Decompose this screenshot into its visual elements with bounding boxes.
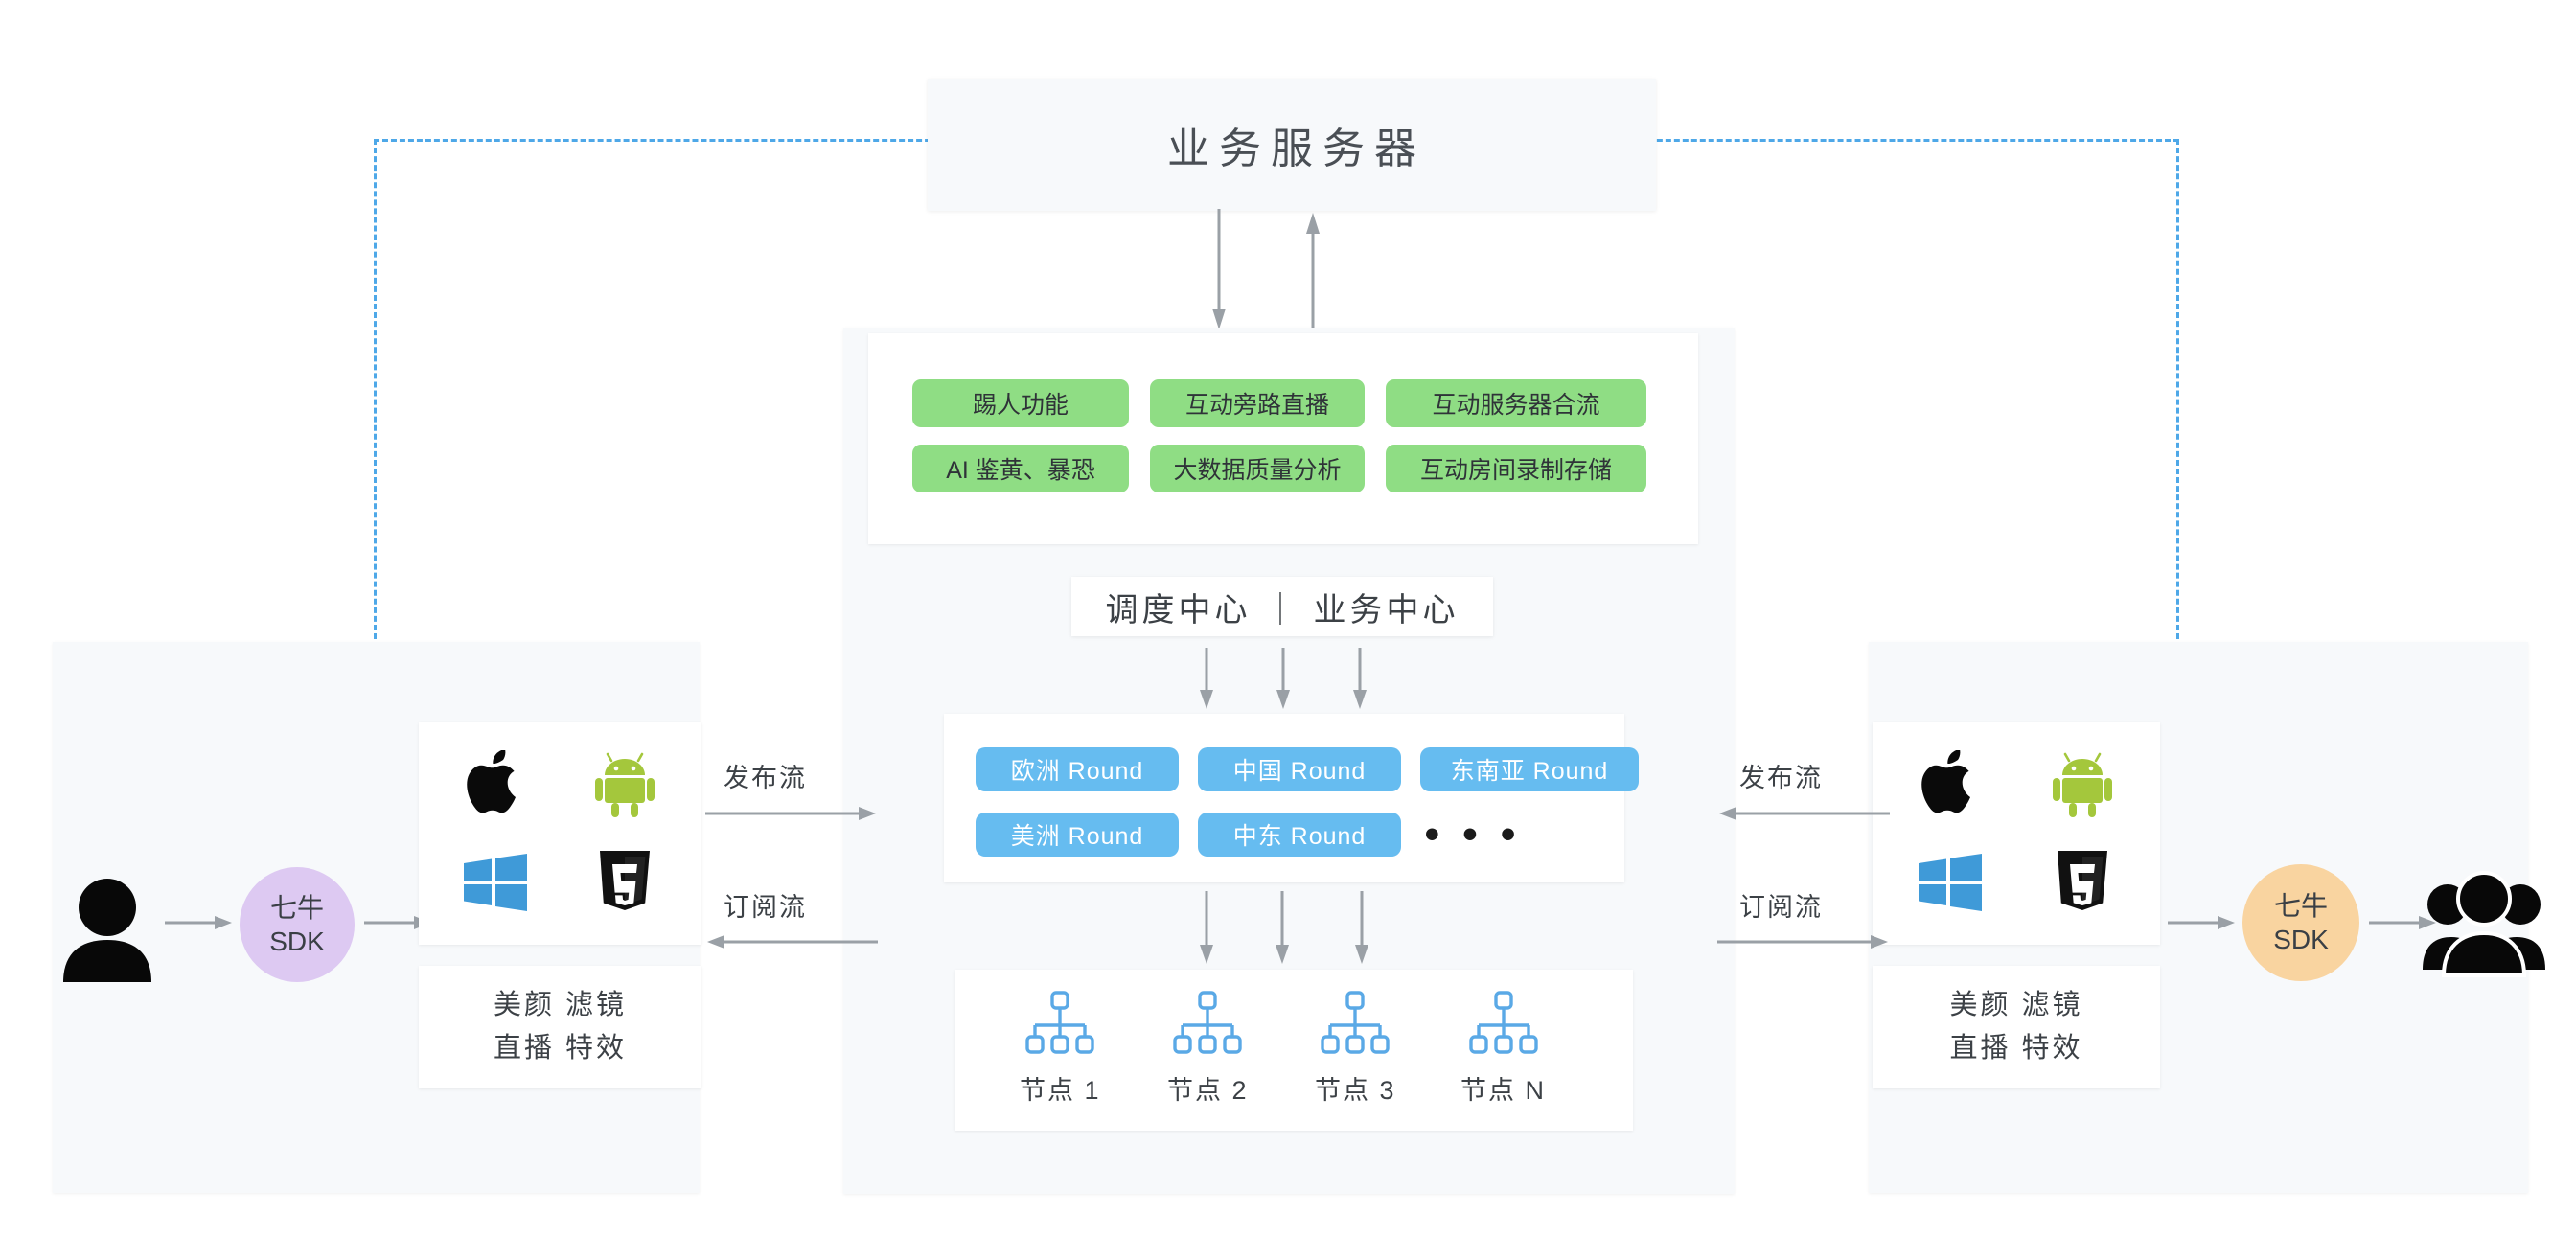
round-tag-row-2: 美洲 Round 中东 Round • • • bbox=[976, 813, 1526, 857]
html5-icon bbox=[2058, 851, 2107, 910]
feature-tags-card bbox=[868, 333, 1698, 544]
node-label: 节点 N bbox=[1460, 1076, 1546, 1105]
round-tag[interactable]: 中国 Round bbox=[1198, 747, 1401, 791]
network-node-icon bbox=[1468, 991, 1538, 1054]
feature-tag-row-2: AI 鉴黄、暴恐 大数据质量分析 互动房间录制存储 bbox=[912, 445, 1646, 492]
windows-icon bbox=[1919, 854, 1982, 911]
left-platform-icons-card bbox=[419, 722, 702, 945]
right-features-line1: 美颜 滤镜 bbox=[1949, 990, 2083, 1021]
sdk-label-line2: SDK bbox=[2273, 925, 2329, 954]
round-tag-row-1: 欧洲 Round 中国 Round 东南亚 Round bbox=[976, 747, 1639, 791]
left-qiniu-sdk-node[interactable]: 七牛 SDK bbox=[240, 867, 355, 982]
right-publish-flow-label: 发布流 bbox=[1739, 764, 1823, 792]
round-tag[interactable]: 美洲 Round bbox=[976, 813, 1179, 857]
round-tag-more-indicator[interactable]: • • • bbox=[1424, 811, 1522, 858]
single-person-icon bbox=[63, 879, 151, 982]
node-label: 节点 3 bbox=[1315, 1076, 1396, 1105]
group-people-icon bbox=[2423, 871, 2545, 977]
right-features-line2: 直播 特效 bbox=[1949, 1033, 2083, 1064]
round-regions-card bbox=[944, 714, 1624, 882]
feature-tag[interactable]: AI 鉴黄、暴恐 bbox=[912, 445, 1129, 492]
business-server-title: 业务服务器 bbox=[1167, 126, 1426, 172]
feature-tag[interactable]: 踢人功能 bbox=[912, 379, 1129, 427]
node-item[interactable]: 节点 N bbox=[1460, 989, 1546, 1107]
feature-tag[interactable]: 大数据质量分析 bbox=[1150, 445, 1365, 492]
html5-icon bbox=[600, 851, 651, 910]
left-subscribe-flow-arrow bbox=[707, 935, 878, 949]
feature-tag[interactable]: 互动旁路直播 bbox=[1150, 379, 1365, 427]
apple-icon bbox=[466, 750, 516, 813]
round-tag[interactable]: 中东 Round bbox=[1198, 813, 1401, 857]
sdk-label-line1: 七牛 bbox=[2273, 891, 2328, 921]
right-platform-icons-card bbox=[1873, 722, 2160, 945]
right-features-card: 美颜 滤镜 直播 特效 bbox=[1873, 966, 2160, 1088]
android-icon bbox=[595, 752, 656, 817]
sdk-label-line2: SDK bbox=[269, 927, 325, 956]
node-item[interactable]: 节点 3 bbox=[1315, 989, 1396, 1107]
right-platform-to-sdk-arrow bbox=[2168, 916, 2235, 929]
dispatch-to-round-arrows bbox=[1200, 648, 1367, 709]
apple-icon bbox=[1921, 750, 1970, 813]
left-person-to-sdk-arrow bbox=[165, 916, 232, 929]
node-label: 节点 1 bbox=[1020, 1076, 1101, 1105]
right-subscribe-flow-label: 订阅流 bbox=[1739, 893, 1823, 922]
network-node-icon bbox=[1025, 991, 1094, 1054]
dispatch-center-label: 调度中心 ｜ 业务中心 bbox=[1071, 577, 1493, 636]
network-node-icon bbox=[1321, 991, 1390, 1054]
left-publish-flow-label: 发布流 bbox=[724, 764, 807, 792]
left-features-line2: 直播 特效 bbox=[493, 1033, 628, 1064]
round-tag[interactable]: 东南亚 Round bbox=[1420, 747, 1639, 791]
right-sdk-to-audience-arrow bbox=[2369, 916, 2436, 929]
windows-icon bbox=[463, 854, 527, 911]
sdk-label-line1: 七牛 bbox=[269, 893, 324, 923]
business-server-box: 业务服务器 bbox=[928, 79, 1656, 211]
android-icon bbox=[2053, 752, 2112, 817]
right-publish-flow-arrow bbox=[1719, 807, 1890, 820]
node-label: 节点 2 bbox=[1167, 1076, 1249, 1105]
left-features-line1: 美颜 滤镜 bbox=[493, 990, 628, 1021]
right-qiniu-sdk-node[interactable]: 七牛 SDK bbox=[2242, 864, 2359, 981]
round-to-nodes-arrows bbox=[1200, 891, 1368, 964]
feature-tag-row-1: 踢人功能 互动旁路直播 互动服务器合流 bbox=[912, 379, 1646, 427]
round-tag[interactable]: 欧洲 Round bbox=[976, 747, 1179, 791]
feature-tag[interactable]: 互动服务器合流 bbox=[1386, 379, 1646, 427]
right-subscribe-flow-arrow bbox=[1717, 935, 1888, 949]
node-item[interactable]: 节点 1 bbox=[1020, 989, 1101, 1107]
network-node-icon bbox=[1173, 991, 1242, 1054]
left-subscribe-flow-label: 订阅流 bbox=[724, 893, 807, 922]
feature-tag[interactable]: 互动房间录制存储 bbox=[1386, 445, 1646, 492]
node-item[interactable]: 节点 2 bbox=[1167, 989, 1249, 1107]
server-center-arrows bbox=[1212, 209, 1320, 333]
left-features-card: 美颜 滤镜 直播 特效 bbox=[419, 966, 702, 1088]
left-publish-flow-arrow bbox=[705, 807, 876, 820]
